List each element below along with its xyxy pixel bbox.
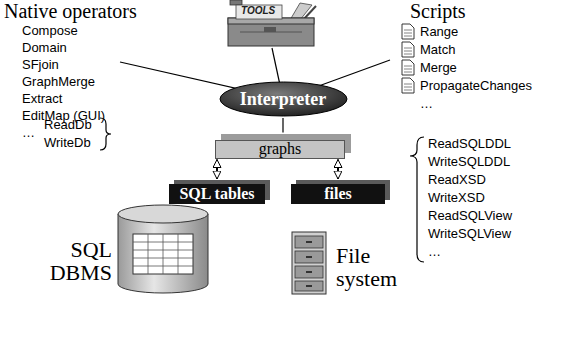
sql-tables-box: SQL tables: [169, 184, 265, 204]
operator-name: GraphMerge: [22, 75, 95, 89]
operator-name: Merge: [420, 61, 457, 75]
operator-name: …: [22, 126, 35, 140]
left-brace: [100, 118, 111, 150]
connector-line: [282, 118, 283, 133]
operator-name: …: [428, 245, 441, 259]
operator-name: Extract: [22, 92, 62, 106]
operator-name: WriteXSD: [428, 191, 485, 205]
data-flow-arrow: [216, 160, 218, 180]
group-heading: Native operators: [4, 1, 137, 22]
operator-name: ReadSQLView: [428, 209, 512, 223]
database-cylinder: [118, 205, 208, 293]
toolbox-label: TOOLS: [241, 6, 275, 17]
right-brace: [410, 137, 424, 262]
operator-name: WriteDb: [44, 136, 91, 150]
node-text: SQL tables: [179, 186, 254, 203]
toolbox-icon: [228, 0, 316, 46]
graphs-box: graphs: [215, 140, 345, 159]
document-icons: [402, 24, 414, 93]
storage-label: File system: [336, 244, 416, 290]
files-box: files: [291, 184, 385, 204]
storage-label: SQL DBMS: [38, 238, 112, 284]
operator-name: Match: [420, 43, 455, 57]
data-flow-arrow: [337, 160, 339, 180]
interpreter-ellipse: Interpreter: [219, 81, 348, 117]
operator-name: SFjoin: [22, 58, 59, 72]
operator-name: WriteSQLDDL: [428, 155, 510, 169]
operator-name: Domain: [22, 41, 67, 55]
operator-name: ReadXSD: [428, 173, 486, 187]
operator-name: ReadDb: [44, 118, 92, 132]
operator-name: WriteSQLView: [428, 227, 511, 241]
node-text: Interpreter: [240, 90, 327, 109]
file-cabinet-icon: [292, 232, 326, 294]
node-text: graphs: [259, 141, 302, 158]
operator-name: ReadSQLDDL: [428, 137, 511, 151]
node-text: files: [324, 186, 352, 203]
operator-name: Range: [420, 25, 458, 39]
operator-name: …: [420, 97, 433, 111]
operator-name: PropagateChanges: [420, 79, 532, 93]
group-heading: Scripts: [410, 1, 466, 22]
operator-name: Compose: [22, 24, 78, 38]
